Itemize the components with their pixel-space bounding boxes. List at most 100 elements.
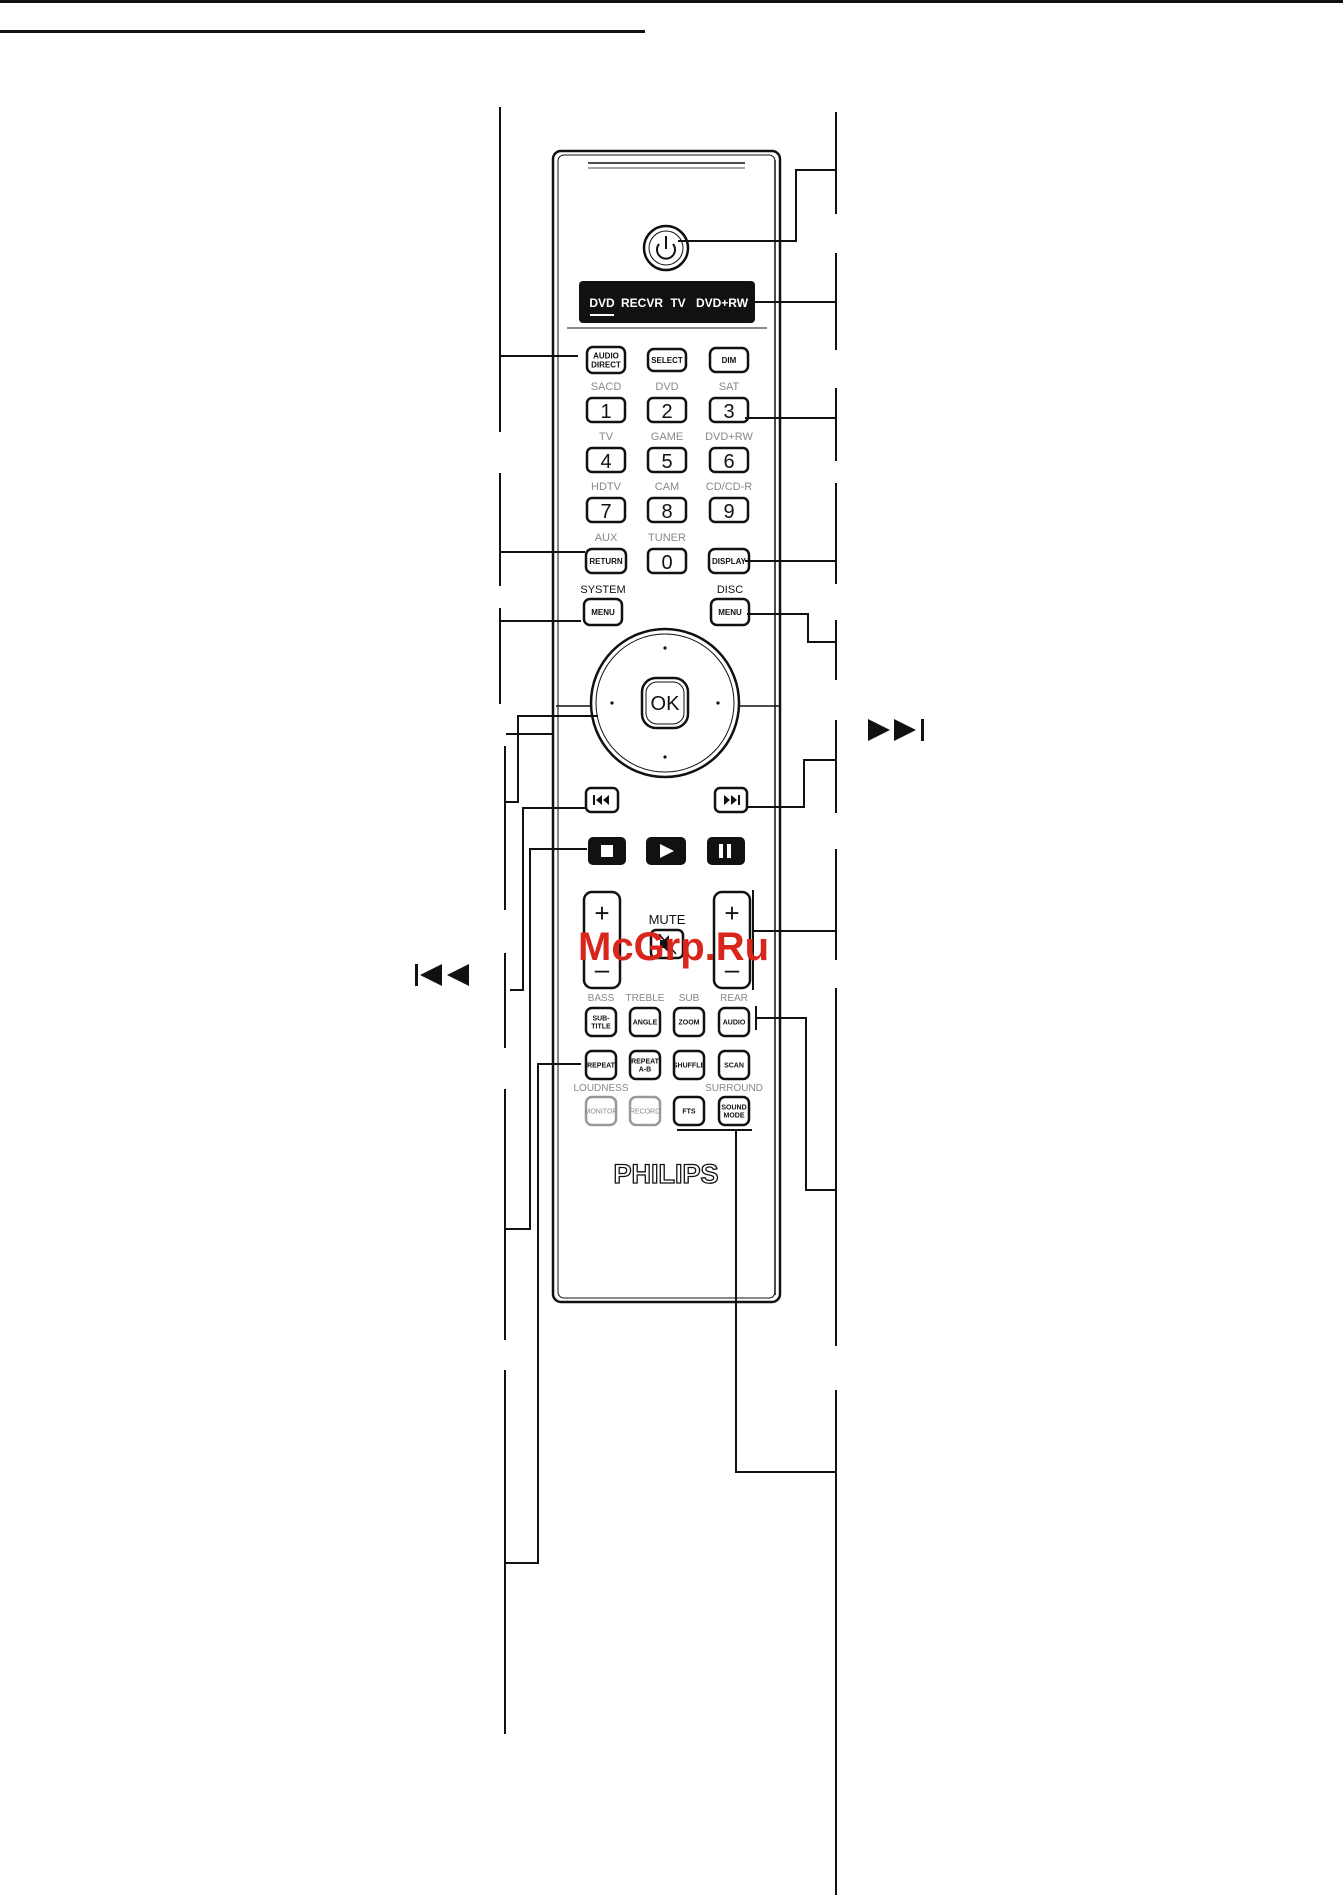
stop-button[interactable] xyxy=(588,837,626,865)
key-1-label: 1 xyxy=(600,401,611,423)
key-0-button[interactable]: 0 xyxy=(646,547,688,575)
play-icon xyxy=(660,844,674,858)
nav-left-dot[interactable] xyxy=(610,701,614,705)
function-button-3-label: ZOOM xyxy=(679,1019,700,1026)
key-7-button[interactable]: 7 xyxy=(585,496,627,524)
play-mode-button-1-label: REPEAT xyxy=(587,1062,616,1069)
key-0-label: 0 xyxy=(661,552,672,574)
audio-direct-button-label: AUDIO xyxy=(593,351,619,360)
keypad-source-label: SAT xyxy=(719,381,740,393)
key-5-button[interactable]: 5 xyxy=(646,446,688,474)
function-button-3[interactable]: ZOOM xyxy=(672,1006,706,1038)
pause-button[interactable] xyxy=(707,837,745,865)
previous-icon xyxy=(593,795,609,805)
mute-icon xyxy=(658,933,677,955)
watermark: McGrp.Ru xyxy=(578,925,770,969)
function-button-4-label: AUDIO xyxy=(723,1019,746,1026)
next-button[interactable] xyxy=(713,786,749,814)
last-row-button-4-label: MODE xyxy=(724,1112,745,1119)
tuner-label: TUNER xyxy=(648,532,686,544)
key-6-button[interactable]: 6 xyxy=(708,446,750,474)
mode-dvd-rw[interactable]: DVD+RW xyxy=(696,296,749,310)
function-button-2-label: ANGLE xyxy=(633,1019,658,1026)
leader-lines-left xyxy=(499,107,598,1734)
disc-label: DISC xyxy=(717,584,743,596)
mode-tv[interactable]: TV xyxy=(670,296,685,310)
function-button-1-label: TITLE xyxy=(591,1023,611,1030)
mode-recvr[interactable]: RECVR xyxy=(621,296,663,310)
mute-button[interactable] xyxy=(649,928,685,960)
play-mode-button-3-label: SHUFFLE xyxy=(673,1062,706,1069)
mode-dvd[interactable]: DVD xyxy=(589,296,615,310)
system-label: SYSTEM xyxy=(580,584,625,596)
select-button-label: SELECT xyxy=(651,356,683,365)
audio-direct-button-label: DIRECT xyxy=(591,360,621,369)
function-button-2[interactable]: ANGLE xyxy=(628,1006,662,1038)
play-mode-button-4-label: SCAN xyxy=(724,1062,744,1069)
keypad-source-label: SACD xyxy=(591,381,622,393)
select-button[interactable]: SELECT xyxy=(646,347,688,373)
leader-lines-right xyxy=(677,112,837,1895)
play-mode-button-1[interactable]: REPEAT xyxy=(584,1049,618,1081)
key-8-label: 8 xyxy=(661,501,672,523)
mode-display: DVD RECVR TV DVD+RW xyxy=(579,281,755,323)
play-mode-button-4[interactable]: SCAN xyxy=(717,1049,751,1081)
key-9-label: 9 xyxy=(723,501,734,523)
top-rule xyxy=(0,0,1343,3)
key-2-button[interactable]: 2 xyxy=(646,396,688,424)
last-row-button-1[interactable]: MONITOR xyxy=(585,1095,618,1127)
keypad-source-label: DVD+RW xyxy=(705,431,753,443)
previous-button[interactable] xyxy=(584,786,620,814)
disc-menu-button-label: MENU xyxy=(718,608,742,617)
volume-rocker[interactable]: + – xyxy=(582,890,622,990)
nav-down-dot[interactable] xyxy=(663,755,667,759)
pause-icon xyxy=(719,844,731,858)
last-row-button-1-label: MONITOR xyxy=(585,1108,618,1115)
key-2-label: 2 xyxy=(661,401,672,423)
last-row-button-2[interactable]: RECORD xyxy=(628,1095,662,1127)
dim-button-label: DIM xyxy=(722,356,737,365)
key-3-button[interactable]: 3 xyxy=(708,396,750,424)
keypad-source-label: TV xyxy=(599,431,614,443)
disc-menu-button[interactable]: MENU xyxy=(709,597,751,627)
section-rule xyxy=(0,30,645,33)
key-4-label: 4 xyxy=(600,451,611,473)
volume-minus-label: – xyxy=(595,954,610,984)
key-7-label: 7 xyxy=(600,501,611,523)
last-row-button-2-label: RECORD xyxy=(630,1108,660,1115)
function-row-label: TREBLE xyxy=(626,993,665,1004)
key-4-button[interactable]: 4 xyxy=(585,446,627,474)
display-button[interactable]: DISPLAY xyxy=(707,547,751,575)
keypad-source-label: CAM xyxy=(655,481,679,493)
return-button[interactable]: RETURN xyxy=(584,547,628,575)
play-mode-button-2-label: REPEAT xyxy=(631,1058,660,1065)
play-button[interactable] xyxy=(646,837,686,865)
dim-button[interactable]: DIM xyxy=(708,346,750,374)
function-button-4[interactable]: AUDIO xyxy=(717,1006,751,1038)
aux-label: AUX xyxy=(595,532,618,544)
function-button-1[interactable]: SUB-TITLE xyxy=(584,1006,618,1038)
key-8-button[interactable]: 8 xyxy=(646,496,688,524)
play-mode-button-3[interactable]: SHUFFLE xyxy=(672,1049,706,1081)
last-row-button-3-label: FTS xyxy=(682,1108,696,1115)
function-row-label: SUB xyxy=(679,993,700,1004)
channel-rocker[interactable]: + – xyxy=(712,890,752,990)
next-icon xyxy=(724,795,740,805)
key-9-button[interactable]: 9 xyxy=(708,496,750,524)
philips-logo: PHILIPS xyxy=(613,1159,718,1189)
fast-reverse-icon xyxy=(415,964,469,986)
system-menu-button-label: MENU xyxy=(591,608,615,617)
last-row-button-3[interactable]: FTS xyxy=(672,1095,706,1127)
nav-up-dot[interactable] xyxy=(663,646,667,650)
channel-minus-label: – xyxy=(725,954,740,984)
system-menu-button[interactable]: MENU xyxy=(582,597,624,627)
function-button-1-label: SUB- xyxy=(592,1015,610,1022)
ok-label: OK xyxy=(651,693,681,715)
nav-right-dot[interactable] xyxy=(716,701,720,705)
power-button[interactable] xyxy=(642,224,690,272)
key-1-button[interactable]: 1 xyxy=(585,396,627,424)
ok-button[interactable]: OK xyxy=(640,676,690,730)
